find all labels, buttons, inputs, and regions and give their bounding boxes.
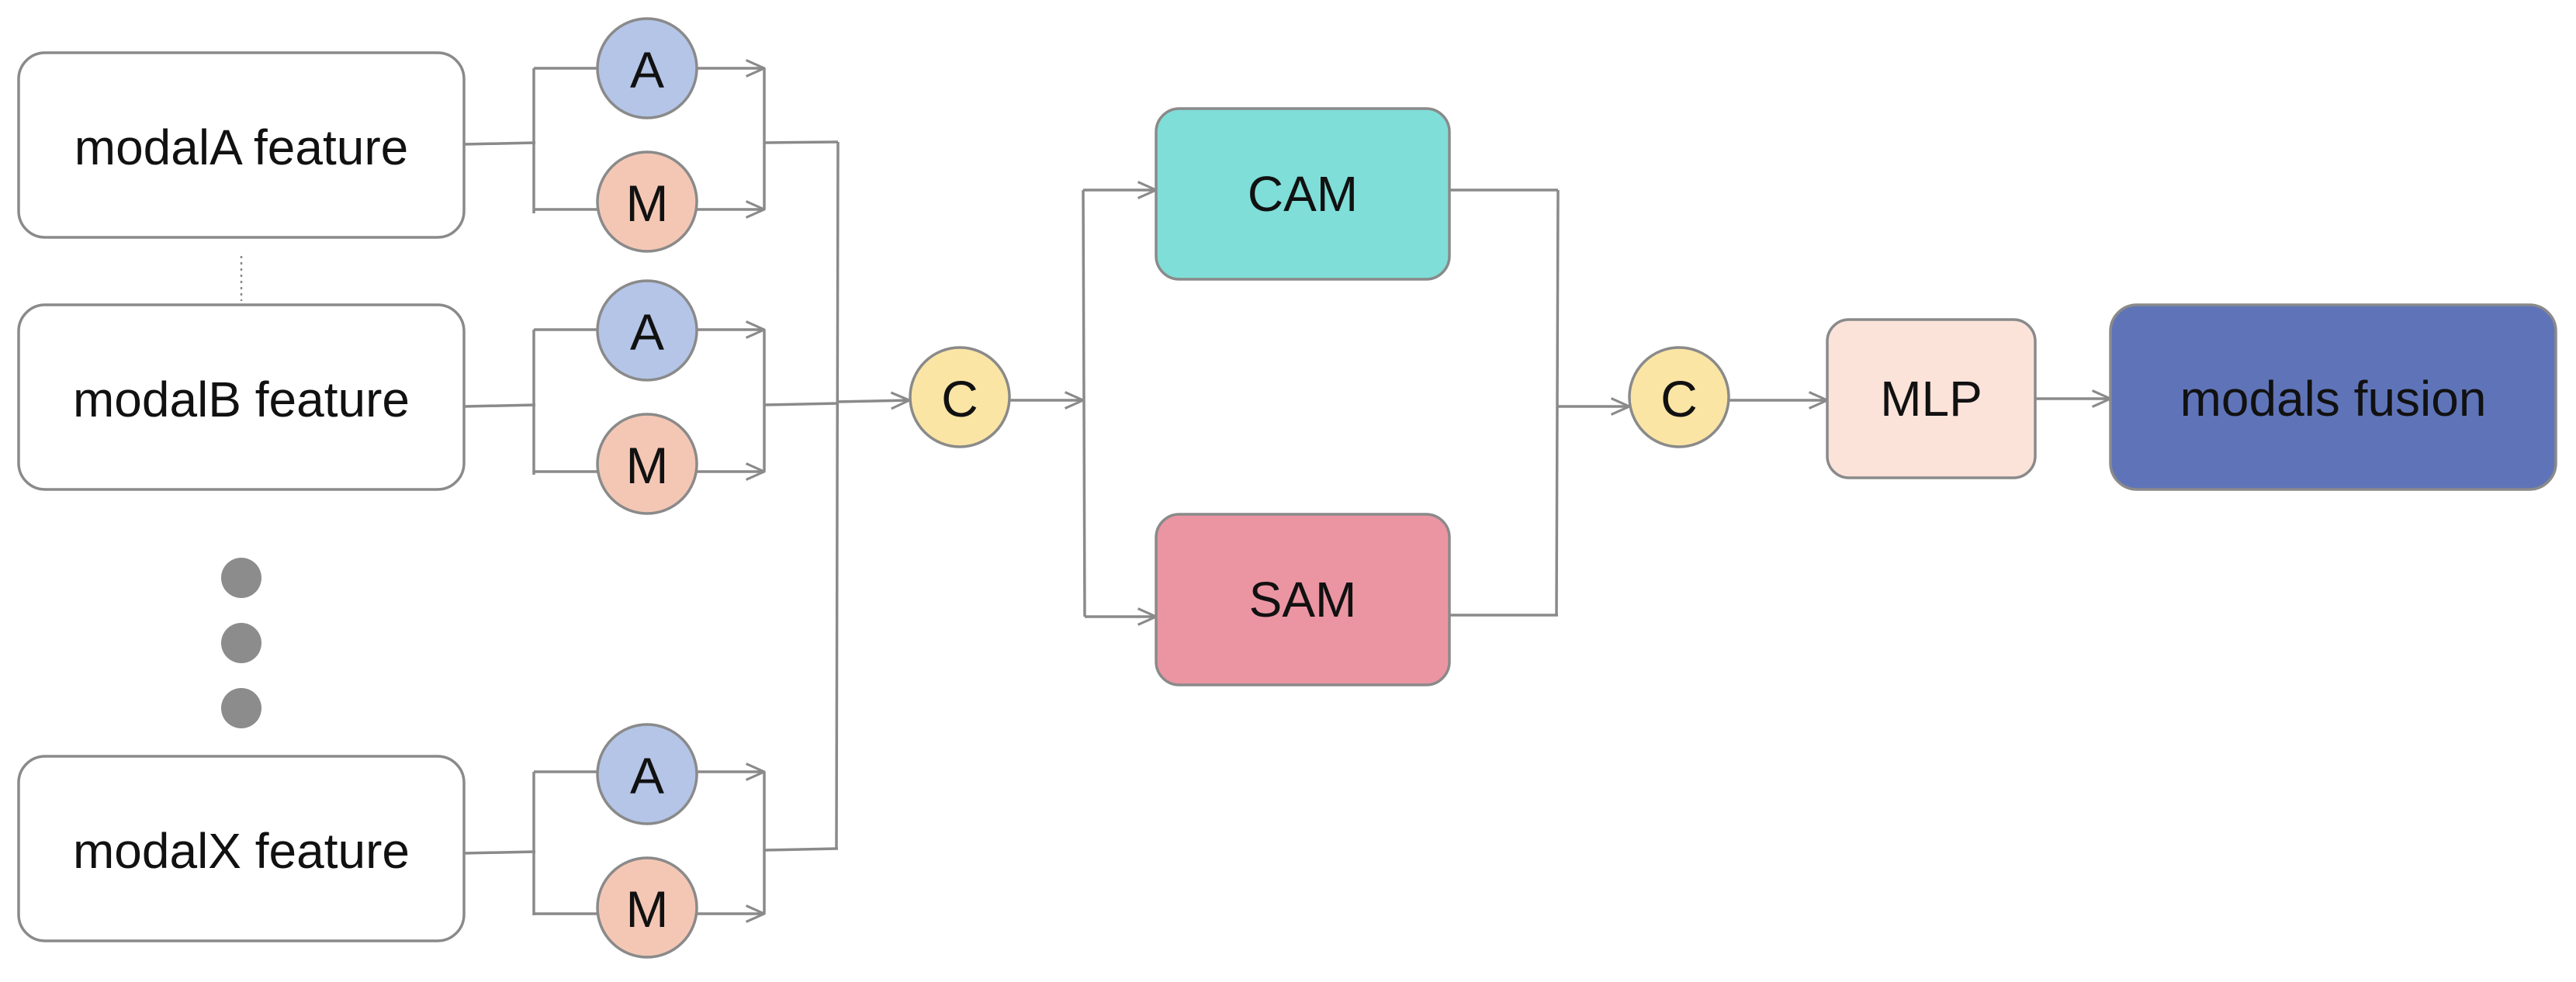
avg-pool-node-X: A bbox=[596, 723, 698, 825]
modals-fusion-label: modals fusion bbox=[2180, 371, 2487, 427]
modalA-feature-box bbox=[17, 51, 466, 239]
concat-circle bbox=[909, 346, 1011, 448]
modalB-feature-box bbox=[17, 303, 466, 491]
max-pool-circle bbox=[596, 413, 698, 515]
split-connectors bbox=[1009, 190, 1156, 617]
concat-label: C bbox=[1660, 370, 1698, 427]
cam-node: CAM bbox=[1155, 107, 1451, 281]
mlp-node: MLP bbox=[1826, 318, 2037, 479]
max-pool-node-A: M bbox=[596, 150, 698, 253]
modalX-feature-box bbox=[17, 755, 466, 942]
avg-pool-circle bbox=[596, 17, 698, 119]
modalX-feature-label: modalX feature bbox=[73, 823, 410, 879]
max-pool-node-X: M bbox=[596, 856, 698, 959]
avg-pool-label: A bbox=[630, 747, 664, 804]
max-pool-circle bbox=[596, 856, 698, 959]
max-pool-node-B: M bbox=[596, 413, 698, 515]
concat-circle bbox=[1628, 346, 1730, 448]
avg-pool-node-B: A bbox=[596, 279, 698, 382]
sam-node: SAM bbox=[1155, 513, 1451, 686]
modalA-feature-node: modalA feature bbox=[17, 51, 466, 239]
avg-pool-circle bbox=[596, 723, 698, 825]
max-pool-label: M bbox=[626, 175, 669, 232]
branch-modalX-connectors bbox=[463, 772, 839, 915]
concat-node-2: C bbox=[1628, 346, 1730, 448]
modalB-feature-label: modalB feature bbox=[73, 372, 410, 427]
merge-bus bbox=[835, 141, 909, 849]
cam-box bbox=[1155, 107, 1451, 281]
branch-modalA-connectors bbox=[463, 68, 839, 213]
modals-fusion-box bbox=[2109, 303, 2557, 491]
sam-label: SAM bbox=[1249, 572, 1357, 628]
concat-node-1: C bbox=[909, 346, 1011, 448]
cam-label: CAM bbox=[1248, 166, 1358, 222]
modals-fusion-node: modals fusion bbox=[2109, 303, 2557, 491]
concat-label: C bbox=[941, 370, 978, 427]
sam-box bbox=[1155, 513, 1451, 686]
max-pool-label: M bbox=[626, 880, 669, 938]
branch-modalB-connectors bbox=[463, 330, 839, 475]
modalA-feature-label: modalA feature bbox=[74, 119, 409, 175]
ellipsis-dot bbox=[221, 623, 261, 663]
max-pool-circle bbox=[596, 150, 698, 253]
ellipsis-dot bbox=[221, 558, 261, 598]
max-pool-label: M bbox=[626, 437, 669, 494]
avg-pool-node-A: A bbox=[596, 17, 698, 119]
avg-pool-circle bbox=[596, 279, 698, 382]
attention-merge-connectors bbox=[1449, 188, 1629, 617]
ellipsis-dot bbox=[221, 688, 261, 728]
avg-pool-label: A bbox=[630, 303, 664, 361]
avg-pool-label: A bbox=[630, 41, 664, 99]
ellipsis-dots bbox=[221, 558, 261, 728]
modalX-feature-node: modalX feature bbox=[17, 755, 466, 942]
mlp-label: MLP bbox=[1880, 371, 1982, 427]
modalB-feature-node: modalB feature bbox=[17, 303, 466, 491]
